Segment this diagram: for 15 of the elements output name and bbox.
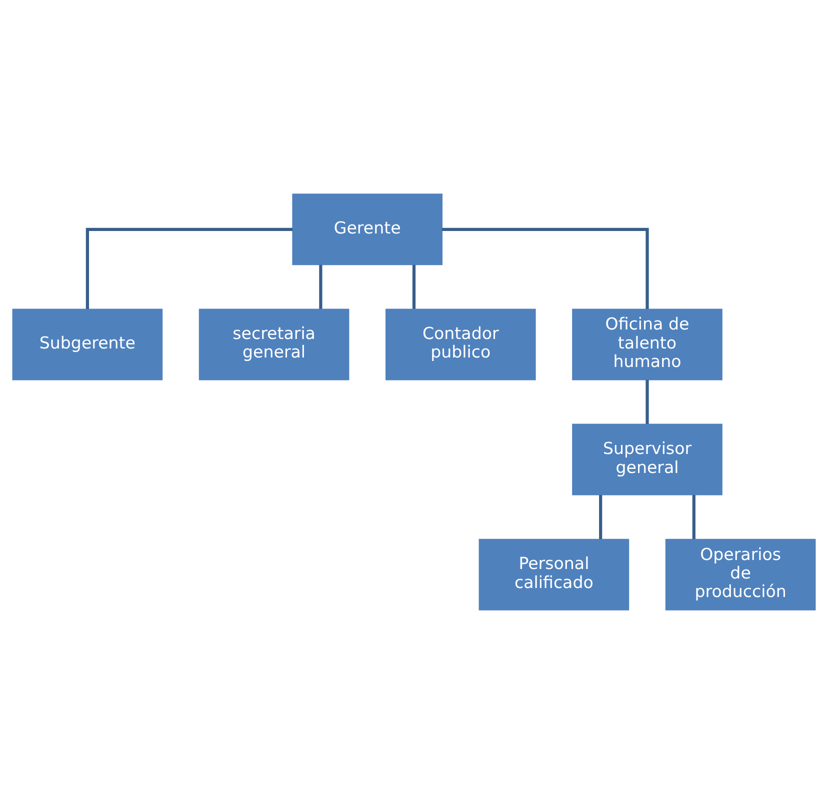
connector — [599, 494, 602, 539]
node-box: Contador publico — [386, 308, 536, 380]
connector — [646, 379, 649, 424]
node-box: Oficina de talento humano — [572, 308, 722, 380]
node-box: Gerente — [292, 193, 442, 265]
node-box: secretaria general — [198, 308, 350, 380]
node-box: Operarios de producción — [665, 538, 816, 610]
connector — [692, 494, 696, 539]
node-box: Supervisor general — [572, 423, 722, 495]
connector — [412, 264, 416, 308]
connector — [86, 227, 293, 308]
connector — [442, 227, 649, 308]
connector — [319, 264, 322, 308]
node-box: Subgerente — [12, 308, 163, 380]
node-box: Personal calificado — [478, 538, 630, 610]
